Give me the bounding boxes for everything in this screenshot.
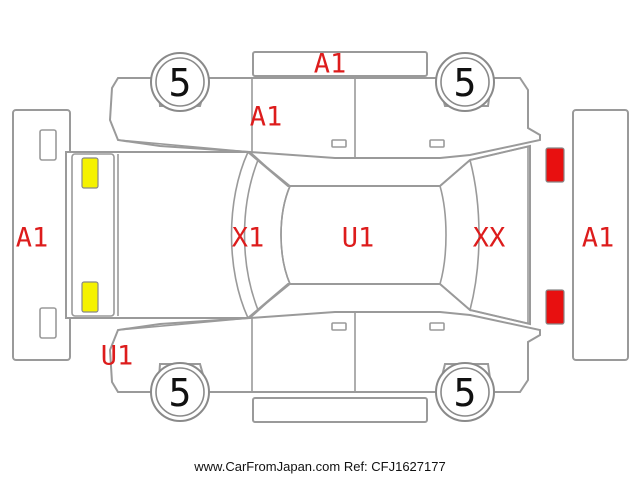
code-left-front-door: A1 <box>250 102 283 133</box>
code-front-bumper: A1 <box>16 223 49 254</box>
tire-front-left: 5 <box>150 52 210 112</box>
tire-rear-right-rating: 5 <box>454 371 477 415</box>
front-left-lamp <box>81 157 99 189</box>
tire-front-left-rating: 5 <box>169 61 192 105</box>
code-hood-area: X1 <box>232 223 265 254</box>
tire-front-right-rating: 5 <box>169 371 192 415</box>
bottom-side-skirt <box>252 397 428 423</box>
rear-left-lamp <box>545 147 565 183</box>
reference-footer: www.CarFromJapan.com Ref: CFJ1627177 <box>194 459 446 474</box>
rear-right-lamp <box>545 289 565 325</box>
code-roof: U1 <box>342 223 375 254</box>
tire-rear-left: 5 <box>435 52 495 112</box>
tire-front-right: 5 <box>150 362 210 422</box>
code-rear-bumper: A1 <box>582 223 615 254</box>
front-lamps <box>81 157 99 313</box>
tire-rear-right: 5 <box>435 362 495 422</box>
code-top-body: A1 <box>314 49 347 80</box>
code-rear-area: XX <box>473 223 506 254</box>
top-side-skirt <box>252 51 428 77</box>
rear-bumper-panel <box>572 109 629 361</box>
code-front-corner: U1 <box>101 341 134 372</box>
front-right-lamp <box>81 281 99 313</box>
top-view-body <box>65 144 531 326</box>
tire-rear-left-rating: 5 <box>454 61 477 105</box>
rear-lamps <box>545 147 565 325</box>
